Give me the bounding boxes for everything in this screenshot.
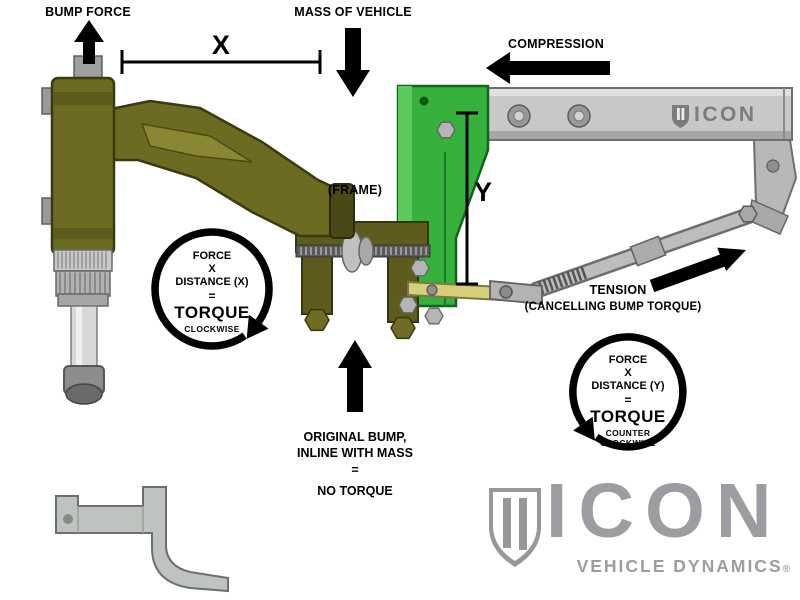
- torque-ccw-force: FORCE: [608, 354, 648, 366]
- no-torque-line2: INLINE WITH MASS: [297, 446, 413, 461]
- compression-arrow-icon: [486, 52, 610, 84]
- dimension-x-label: X: [211, 30, 231, 60]
- no-torque-result: NO TORQUE: [317, 483, 393, 498]
- no-torque-line1: ORIGINAL BUMP,: [303, 430, 407, 444]
- bump-force-arrow-icon: [74, 20, 104, 64]
- tension-rod: [489, 205, 758, 305]
- control-arm: [94, 99, 355, 239]
- bolt-icon: [390, 316, 416, 340]
- bracket-hardware: [398, 259, 444, 325]
- dimension-y-label: Y: [474, 177, 493, 207]
- bolt-icon: [424, 307, 444, 325]
- bolt-icon: [738, 205, 758, 223]
- dimension-x: [120, 50, 322, 74]
- registered-mark: ®: [782, 564, 790, 575]
- bolt-icon: [436, 121, 456, 139]
- bolt-icon: [398, 296, 418, 314]
- torque-ccw-direction2: CLOCKWISE: [600, 438, 656, 449]
- tagline-text: VEHICLE DYNAMICS: [576, 556, 783, 576]
- frame-rail-logo-text: ICON: [694, 103, 757, 126]
- torque-ccw-direction1: COUNTER: [605, 427, 651, 438]
- icon-wordmark: ICON: [546, 468, 783, 554]
- shock-absorber: [41, 55, 116, 405]
- torque-ccw-distance: DISTANCE (Y): [591, 379, 665, 392]
- frame-label: (FRAME): [327, 183, 383, 197]
- icon-shield-logo: [489, 488, 541, 567]
- original-bump-arrow-icon: [338, 340, 372, 412]
- tension-arrow-icon: [649, 247, 746, 293]
- icon-tagline: VEHICLE DYNAMICS®: [544, 556, 790, 577]
- bolt-icon: [304, 308, 330, 332]
- torque-cw-force: FORCE: [192, 250, 232, 262]
- torque-cw-torque: TORQUE: [174, 303, 250, 323]
- tension-note-label: (CANCELLING BUMP TORQUE): [524, 301, 702, 313]
- bolt-icon: [410, 259, 430, 277]
- no-torque-equals: =: [351, 462, 359, 477]
- frame-logo-shield-icon: [672, 105, 689, 128]
- torque-counterclockwise-arrow-icon: [569, 333, 687, 451]
- torque-counterclockwise-text: FORCE X DISTANCE (Y) = TORQUE COUNTER CL…: [568, 354, 688, 449]
- link-arm: [747, 139, 798, 235]
- adjuster-rod: [295, 229, 431, 273]
- frame-rail: [475, 87, 793, 141]
- dimension-y: [456, 111, 478, 286]
- torque-cw-distance: DISTANCE (X): [175, 275, 249, 288]
- frame-bolt-icon: [507, 104, 531, 128]
- frame-bolt-icon: [567, 104, 591, 128]
- torque-clockwise-text: FORCE X DISTANCE (X) = TORQUE CLOCKWISE: [152, 250, 272, 334]
- torque-cw-direction: CLOCKWISE: [184, 323, 240, 334]
- torque-ccw-equals: =: [624, 392, 632, 407]
- torque-ccw-times: X: [624, 366, 632, 379]
- compression-label: COMPRESSION: [508, 37, 604, 51]
- torque-cw-equals: =: [208, 288, 216, 303]
- bracket-part: [55, 486, 229, 593]
- force-arrows: [74, 20, 746, 412]
- mass-arrow-icon: [336, 28, 370, 97]
- torque-ccw-torque: TORQUE: [590, 407, 666, 427]
- no-torque-text: ORIGINAL BUMP, INLINE WITH MASS = NO TOR…: [275, 429, 435, 499]
- bump-force-label: BUMP FORCE: [45, 5, 131, 19]
- mass-of-vehicle-label: MASS OF VEHICLE: [294, 5, 412, 19]
- torque-cw-times: X: [208, 262, 216, 275]
- tension-label: TENSION: [589, 283, 647, 297]
- torque-clockwise-arrow-icon: [151, 228, 273, 350]
